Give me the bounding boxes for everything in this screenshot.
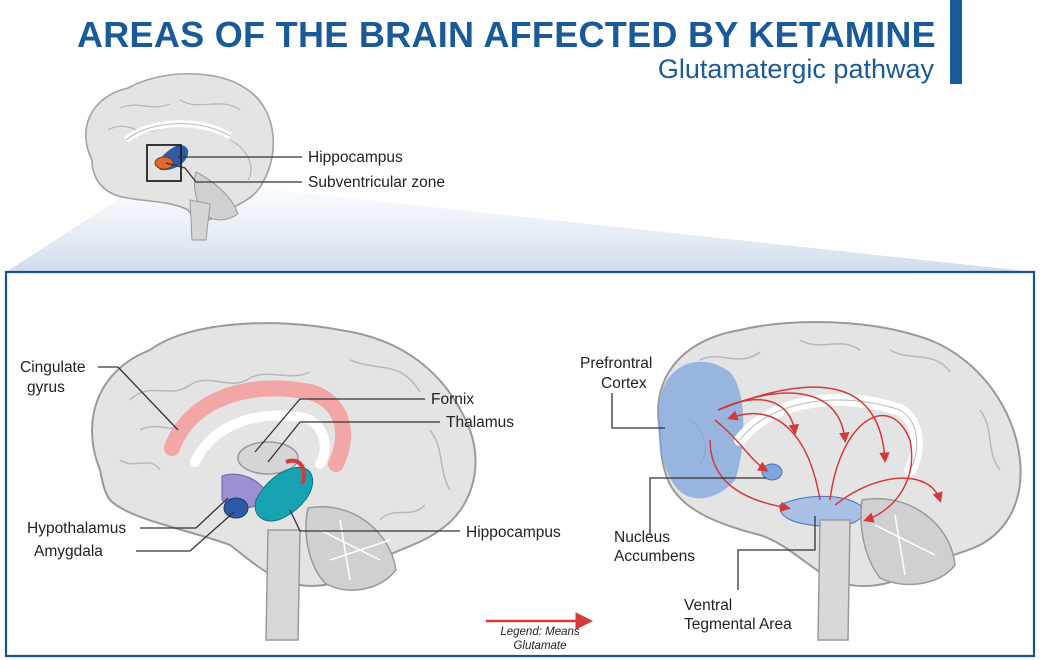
label-thalamus: Thalamus xyxy=(446,414,515,431)
label-vta-line1: Ventral xyxy=(684,597,733,614)
small-brain xyxy=(85,72,275,241)
title-accent-bar xyxy=(950,0,962,84)
label-subventricular-zone: Subventricular zone xyxy=(308,174,445,191)
label-pfc-line2: Cortex xyxy=(601,375,647,392)
label-fornix: Fornix xyxy=(431,391,475,408)
label-hypothalamus: Hypothalamus xyxy=(27,520,127,537)
zoomed-panel-frame xyxy=(4,270,1036,658)
label-nac-line1: Nucleus xyxy=(614,529,670,546)
page-title: AREAS OF THE BRAIN AFFECTED BY KETAMINE xyxy=(76,14,936,55)
legend-text: Legend: Means Glutamate xyxy=(490,625,590,653)
label-hippocampus-left: Hippocampus xyxy=(466,524,561,541)
zoom-projection xyxy=(6,180,1034,272)
label-vta-line2: Tegmental Area xyxy=(684,616,792,633)
page-subtitle: Glutamatergic pathway xyxy=(657,54,934,84)
legend-line2: Glutamate xyxy=(513,640,567,652)
label-cingulate-line2: gyrus xyxy=(27,379,65,396)
label-hippocampus-top: Hippocampus xyxy=(308,149,403,166)
legend-line1: Legend: Means xyxy=(500,626,580,638)
label-nac-line2: Accumbens xyxy=(614,548,695,565)
glutamate-pathways xyxy=(709,386,943,523)
left-brain xyxy=(91,322,477,641)
label-pfc-line1: Prefrontral xyxy=(580,355,653,372)
right-brain xyxy=(657,320,1022,641)
label-cingulate-line1: Cingulate xyxy=(20,359,86,376)
label-amygdala: Amygdala xyxy=(34,543,103,560)
